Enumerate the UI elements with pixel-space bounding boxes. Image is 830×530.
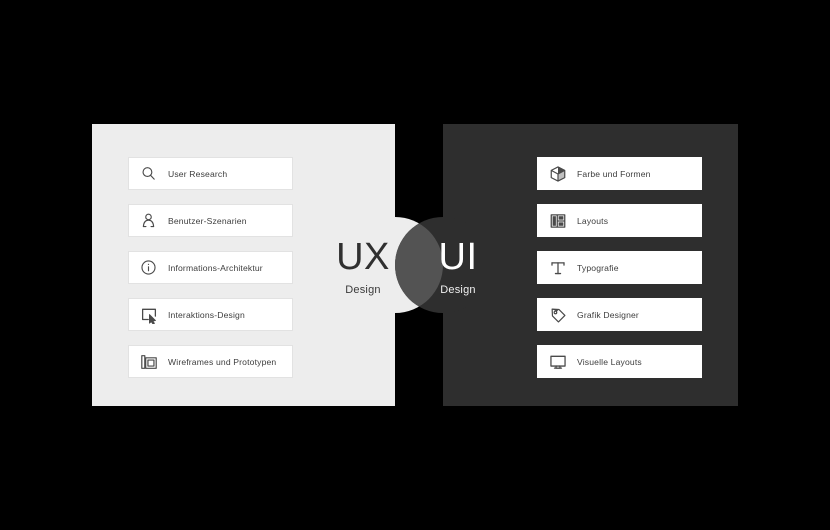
monitor-icon — [547, 351, 568, 372]
typography-icon — [547, 257, 568, 278]
ui-card-typografie[interactable]: Typografie — [537, 251, 702, 284]
ux-card-wireframes-prototypen[interactable]: Wireframes und Prototypen — [128, 345, 293, 378]
ux-card-user-research[interactable]: User Research — [128, 157, 293, 190]
ui-heading: UI — [438, 236, 478, 278]
ui-card-label: Layouts — [577, 215, 609, 226]
search-icon — [138, 163, 159, 184]
ux-card-label: Interaktions-Design — [168, 309, 245, 320]
cube-icon — [547, 163, 568, 184]
ux-center-label: UX Design — [318, 238, 408, 296]
ux-card-informations-architektur[interactable]: Informations-Architektur — [128, 251, 293, 284]
ui-card-label: Farbe und Formen — [577, 168, 651, 179]
ux-card-label: Wireframes und Prototypen — [168, 356, 277, 367]
ux-card-label: Informations-Architektur — [168, 262, 263, 273]
tag-icon — [547, 304, 568, 325]
ux-card-label: Benutzer-Szenarien — [168, 215, 247, 226]
ux-heading: UX — [336, 236, 390, 278]
layout-grid-icon — [547, 210, 568, 231]
ux-card-benutzer-szenarien[interactable]: Benutzer-Szenarien — [128, 204, 293, 237]
ui-card-label: Grafik Designer — [577, 309, 639, 320]
click-screen-icon — [138, 304, 159, 325]
ui-card-farbe-und-formen[interactable]: Farbe und Formen — [537, 157, 702, 190]
ux-subheading: Design — [345, 284, 381, 296]
info-icon — [138, 257, 159, 278]
ui-center-label: UI Design — [413, 238, 503, 296]
user-icon — [138, 210, 159, 231]
ui-card-label: Typografie — [577, 262, 619, 273]
ux-card-label: User Research — [168, 168, 228, 179]
ui-item-list: Farbe und Formen Layouts — [537, 157, 702, 378]
ui-subheading: Design — [440, 284, 476, 296]
ui-card-layouts[interactable]: Layouts — [537, 204, 702, 237]
ux-item-list: User Research Benutzer-Szenarien — [128, 157, 293, 378]
ui-card-label: Visuelle Layouts — [577, 356, 642, 367]
wireframe-icon — [138, 351, 159, 372]
ux-card-interaktions-design[interactable]: Interaktions-Design — [128, 298, 293, 331]
ui-card-grafik-designer[interactable]: Grafik Designer — [537, 298, 702, 331]
ui-card-visuelle-layouts[interactable]: Visuelle Layouts — [537, 345, 702, 378]
